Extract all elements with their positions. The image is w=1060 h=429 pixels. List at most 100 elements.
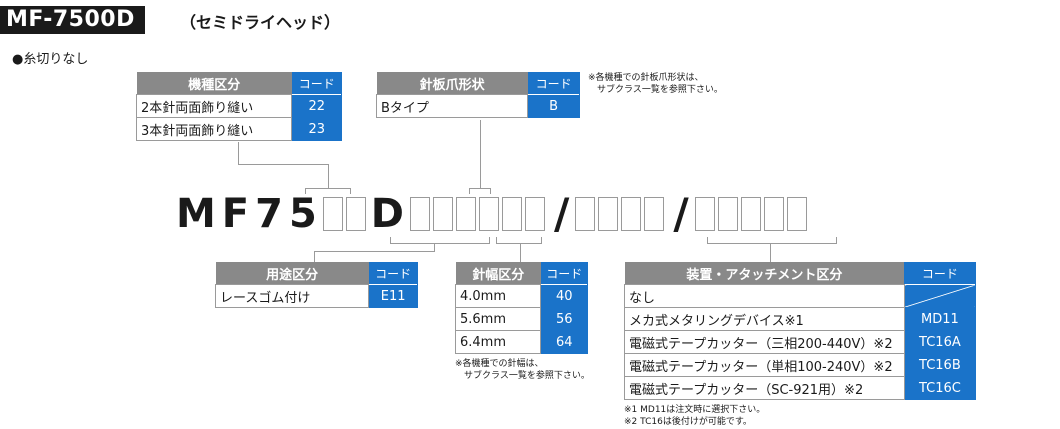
code-slot xyxy=(575,197,596,231)
connector-line xyxy=(836,237,837,243)
code-slot xyxy=(345,197,366,231)
code-slot xyxy=(322,197,343,231)
connector-line xyxy=(770,243,771,262)
row-code: TC16C xyxy=(903,376,977,400)
row-code: MD11 xyxy=(903,307,977,331)
connector-line xyxy=(469,188,491,189)
code-slot xyxy=(433,197,453,231)
row-name: Bタイプ xyxy=(375,94,529,118)
part-mid: D xyxy=(370,191,410,237)
code-slot xyxy=(644,197,665,231)
table-row: 電磁式テープカッター（三相200-440V）※2 TC16A xyxy=(624,330,977,354)
table-row: 6.4mm 64 xyxy=(454,330,588,354)
table-row: 3本針両面飾り縫い 23 xyxy=(135,117,342,141)
model-class-header: 機種区分 xyxy=(136,72,292,95)
table-row: 電磁式テープカッター（単相100-240V）※2 TC16B xyxy=(624,353,977,377)
connector-line xyxy=(314,251,315,262)
row-name: メカ式メタリングデバイス※1 xyxy=(624,307,905,331)
connector-line xyxy=(350,188,351,194)
row-name: 2本針両面飾り縫い xyxy=(135,94,293,118)
model-class-table: 機種区分 コード 2本針両面飾り縫い 22 3本針両面飾り縫い 23 xyxy=(135,72,342,141)
device-header: 装置・アタッチメント区分 xyxy=(624,262,905,285)
connector-line xyxy=(434,243,435,251)
table-row: なし xyxy=(624,284,977,308)
table-row: 電磁式テープカッター（SC-921用）※2 TC16C xyxy=(624,376,977,400)
code-slot xyxy=(621,197,642,231)
row-name: レースゴム付け xyxy=(214,284,370,308)
row-code: 23 xyxy=(291,117,342,141)
connector-line xyxy=(496,243,542,244)
connector-line xyxy=(541,237,542,243)
needle-gauge-table: 針幅区分 コード 4.0mm 40 5.6mm 56 6.4mm 64 xyxy=(454,262,588,354)
row-code: TC16B xyxy=(903,353,977,377)
connector-line xyxy=(707,243,837,244)
connector-line xyxy=(480,120,481,188)
code-slot xyxy=(694,197,715,231)
needle-plate-header: 針板爪形状 xyxy=(376,72,528,95)
row-name: 電磁式テープカッター（三相200-440V）※2 xyxy=(624,330,905,354)
row-code: 56 xyxy=(540,307,588,331)
needle-gauge-header: 針幅区分 xyxy=(455,262,541,285)
row-code: 64 xyxy=(540,330,588,354)
row-code: B xyxy=(527,94,580,118)
row-code: 40 xyxy=(540,284,588,308)
row-code: E11 xyxy=(368,284,418,308)
part-separator: / xyxy=(673,189,689,238)
table-row: Bタイプ B xyxy=(375,94,580,118)
connector-line xyxy=(489,237,490,243)
connector-line xyxy=(390,237,391,243)
row-code: TC16A xyxy=(903,330,977,354)
row-name: 3本針両面飾り縫い xyxy=(135,117,293,141)
needle-gauge-note: ※各機種での針幅は、 サブクラス一覧を参照下さい。 xyxy=(455,359,590,381)
connector-line xyxy=(469,188,470,194)
code-slot xyxy=(786,197,807,231)
model-subtitle: （セミドライヘッド） xyxy=(180,13,341,32)
model-title: MF-7500D xyxy=(0,6,145,34)
connector-line xyxy=(238,164,329,165)
usage-table: 用途区分 コード レースゴム付け E11 xyxy=(214,262,418,308)
row-name: 電磁式テープカッター（単相100-240V）※2 xyxy=(624,353,905,377)
code-header: コード xyxy=(527,72,580,95)
table-row: 4.0mm 40 xyxy=(454,284,588,308)
connector-line xyxy=(707,237,708,243)
table-row: メカ式メタリングデバイス※1 MD11 xyxy=(624,307,977,331)
row-name: 4.0mm xyxy=(454,284,542,308)
row-name: 5.6mm xyxy=(454,307,542,331)
code-slot xyxy=(740,197,761,231)
connector-line xyxy=(490,188,491,194)
row-code: 22 xyxy=(291,94,342,118)
connector-line xyxy=(314,251,435,252)
connector-line xyxy=(328,164,329,188)
row-name: 6.4mm xyxy=(454,330,542,354)
table-row: 2本針両面飾り縫い 22 xyxy=(135,94,342,118)
code-header: コード xyxy=(291,72,342,95)
connector-line xyxy=(305,188,306,194)
code-header: コード xyxy=(904,262,976,285)
code-slot xyxy=(763,197,784,231)
code-slot xyxy=(525,197,545,231)
code-header: コード xyxy=(368,262,418,285)
connector-line xyxy=(390,243,490,244)
connector-line xyxy=(520,243,521,262)
device-table: 装置・アタッチメント区分 コード なし メカ式メタリングデバイス※1 MD11 … xyxy=(624,262,977,400)
code-header: コード xyxy=(540,262,588,285)
code-slot xyxy=(410,197,430,231)
part-separator: / xyxy=(554,189,570,238)
connector-line xyxy=(305,188,351,189)
thread-type-label: ●糸切りなし xyxy=(12,52,89,67)
code-slot xyxy=(717,197,738,231)
part-prefix: MF75 xyxy=(176,191,323,237)
code-slot xyxy=(502,197,522,231)
device-note-2: ※2 TC16は後付けが可能です。 xyxy=(624,417,752,427)
needle-plate-note: ※各機種での針板爪形状は、 サブクラス一覧を参照下さい。 xyxy=(588,73,723,95)
row-name: なし xyxy=(624,284,905,308)
connector-line xyxy=(496,237,497,243)
connector-line xyxy=(238,142,239,164)
device-note-1: ※1 MD11は注文時に選択下さい。 xyxy=(624,405,766,415)
table-row: レースゴム付け E11 xyxy=(214,284,418,308)
code-slot xyxy=(479,197,499,231)
table-row: 5.6mm 56 xyxy=(454,307,588,331)
row-name: 電磁式テープカッター（SC-921用）※2 xyxy=(624,376,905,400)
needle-plate-table: 針板爪形状 コード Bタイプ B xyxy=(375,72,580,118)
code-slot xyxy=(456,197,476,231)
